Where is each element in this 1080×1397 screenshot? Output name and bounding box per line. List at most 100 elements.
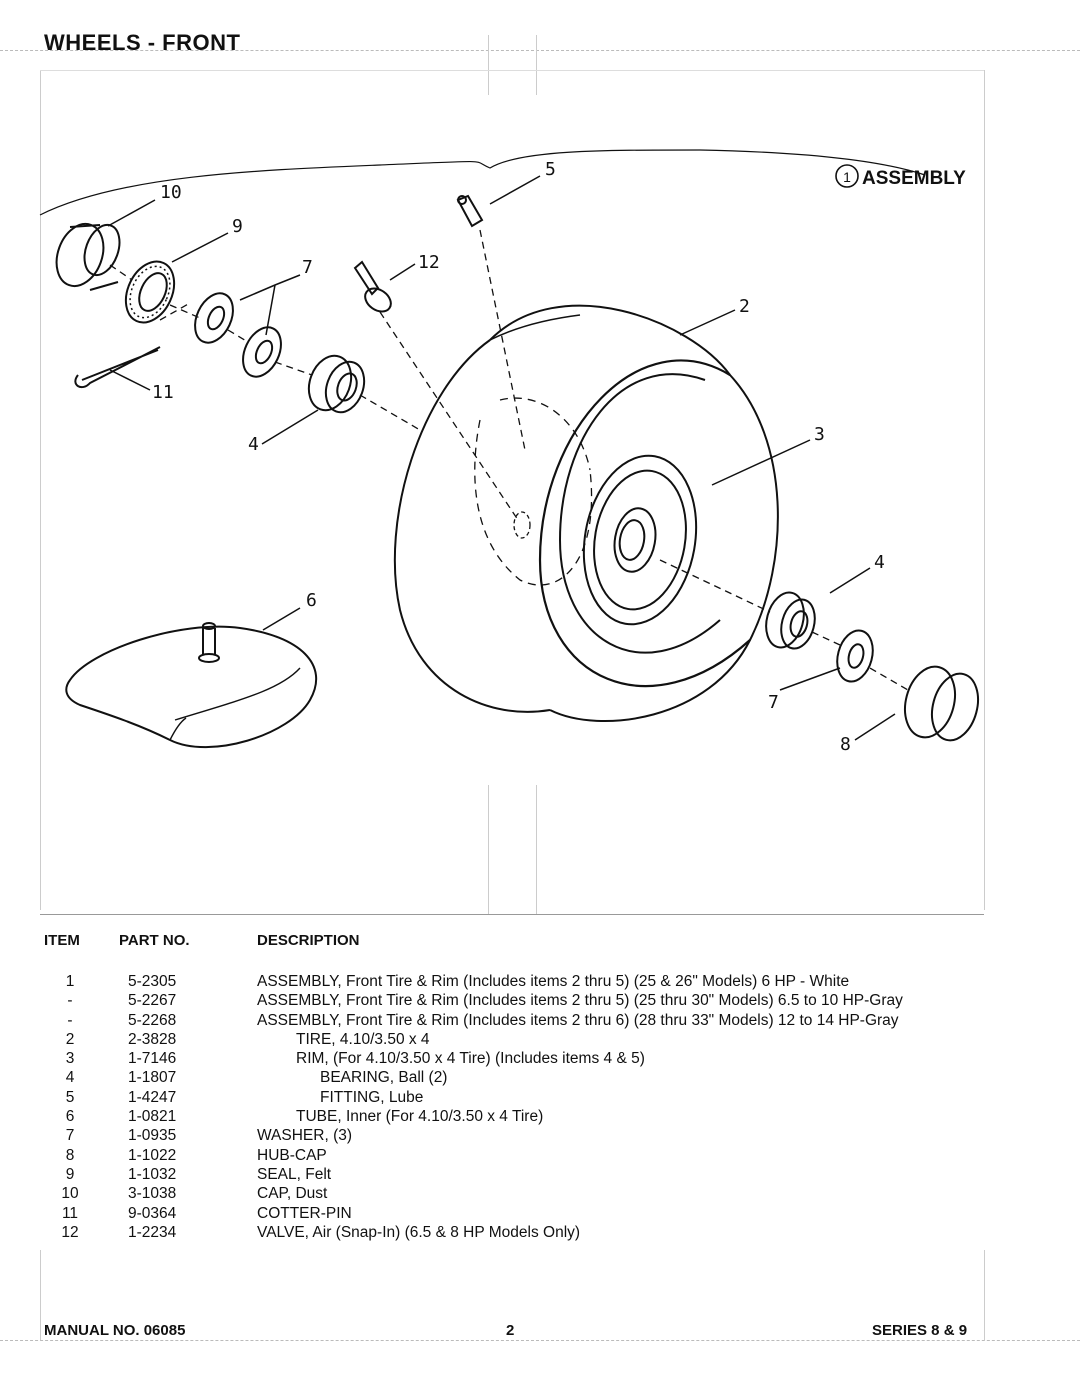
part-description: CAP, Dust: [257, 1185, 328, 1203]
part-description: BEARING, Ball (2): [320, 1069, 448, 1087]
callout-4-left: 4: [248, 434, 259, 455]
part-number: 1-0935: [128, 1127, 177, 1145]
parts-row: 5 1-4247 FITTING, Lube: [0, 1088, 1080, 1107]
part-description: ASSEMBLY, Front Tire & Rim (Includes ite…: [257, 992, 903, 1010]
frame-right-lower: [984, 1250, 985, 1340]
part-description: VALVE, Air (Snap-In) (6.5 & 8 HP Models …: [257, 1223, 581, 1241]
part-number: 1-1032: [128, 1165, 177, 1183]
part-description: SEAL, Felt: [257, 1165, 332, 1183]
part-number: 1-1022: [128, 1146, 177, 1164]
assembly-number-circle: [835, 164, 859, 188]
fold-line-right-low: [536, 785, 537, 915]
part-number: 2-3828: [128, 1030, 177, 1048]
part-item-number: 8: [65, 1146, 75, 1164]
frame-right-upper: [984, 70, 985, 910]
frame-left-lower: [40, 1250, 41, 1340]
callout-5: 5: [545, 159, 556, 180]
part-number: 1-2234: [128, 1223, 177, 1241]
rim-part: [474, 397, 698, 626]
part-number: 1-7146: [128, 1050, 177, 1068]
felt-seal-part: [124, 260, 176, 324]
lube-fitting-part: [456, 194, 484, 228]
header-rule: [0, 50, 1080, 51]
part-number: 1-4247: [128, 1088, 177, 1106]
callout-8: 8: [840, 734, 851, 755]
part-description: RIM, (For 4.10/3.50 x 4 Tire) (Includes …: [296, 1050, 645, 1068]
part-number: 3-1038: [128, 1185, 177, 1203]
callout-leaders: [107, 175, 896, 741]
dust-cap-part: [55, 223, 121, 291]
parts-row: - 5-2268 ASSEMBLY, Front Tire & Rim (Inclu…: [0, 1011, 1080, 1030]
fold-line-left: [488, 35, 489, 95]
part-item-number: -: [67, 1011, 73, 1029]
parts-row: 7 1-0935 WASHER, (3): [0, 1126, 1080, 1145]
manual-number: MANUAL NO. 06085: [44, 1322, 186, 1339]
parts-row: 2 2-3828 TIRE, 4.10/3.50 x 4: [0, 1030, 1080, 1049]
inner-tube-part: [65, 622, 317, 749]
diagram-separator-curve: [39, 149, 926, 216]
fold-line-right: [536, 35, 537, 95]
part-description: TUBE, Inner (For 4.10/3.50 x 4 Tire): [296, 1108, 544, 1126]
part-number: 9-0364: [128, 1204, 177, 1222]
parts-row: - 5-2267 ASSEMBLY, Front Tire & Rim (Inclu…: [0, 991, 1080, 1010]
parts-row: 8 1-1022 HUB-CAP: [0, 1146, 1080, 1165]
air-valve-part: [353, 260, 392, 313]
part-number: 1-0821: [128, 1108, 177, 1126]
assembly-label: ASSEMBLY: [862, 168, 966, 189]
callout-11: 11: [152, 382, 174, 403]
frame-top-rule: [40, 70, 984, 71]
page-number: 2: [506, 1322, 515, 1339]
part-item-number: 3: [65, 1050, 75, 1068]
fold-line-left-low: [488, 785, 489, 915]
part-number: 5-2267: [128, 992, 177, 1010]
part-description: ASSEMBLY, Front Tire & Rim (Includes ite…: [257, 973, 850, 990]
washer-part-lower: [242, 326, 282, 378]
part-item-number: 11: [61, 1204, 79, 1222]
bearing-part-left: [307, 354, 366, 414]
part-item-number: 1: [65, 973, 75, 990]
header-item: ITEM: [44, 932, 80, 949]
bearing-part-right: [765, 591, 816, 650]
part-item-number: 6: [65, 1108, 75, 1126]
frame-left-upper: [40, 70, 41, 910]
callout-3: 3: [814, 424, 825, 445]
part-item-number: -: [67, 992, 73, 1010]
part-item-number: 4: [65, 1069, 75, 1087]
part-item-number: 12: [61, 1223, 79, 1241]
part-description: ASSEMBLY, Front Tire & Rim (Includes ite…: [257, 1011, 899, 1029]
table-top-rule: [40, 914, 984, 915]
part-number: 5-2305: [128, 973, 177, 990]
header-part-no: PART NO.: [119, 932, 190, 949]
part-item-number: 5: [65, 1088, 75, 1106]
part-description: WASHER, (3): [257, 1127, 353, 1145]
part-description: FITTING, Lube: [320, 1088, 424, 1106]
callout-10: 10: [160, 182, 182, 203]
callout-9: 9: [232, 216, 243, 237]
callout-6: 6: [306, 590, 317, 611]
part-description: HUB-CAP: [257, 1146, 327, 1164]
parts-row: 4 1-1807 BEARING, Ball (2): [0, 1068, 1080, 1087]
parts-row: 9 1-1032 SEAL, Felt: [0, 1165, 1080, 1184]
assembly-number: 1: [843, 169, 851, 185]
callout-4-right: 4: [874, 552, 885, 573]
tire-part: [393, 304, 779, 723]
washer-part-right: [836, 629, 874, 683]
part-item-number: 2: [65, 1030, 75, 1048]
parts-row: 1 5-2305 ASSEMBLY, Front Tire & Rim (Inclu…: [0, 972, 1080, 991]
exploded-wheel-diagram: 10 9 7 12 5 2 11 4 3 6 4 7 8 1 ASSEMBLY: [39, 149, 980, 755]
part-description: TIRE, 4.10/3.50 x 4: [296, 1030, 430, 1048]
parts-row: 3 1-7146 RIM, (For 4.10/3.50 x 4 Tire) (In…: [0, 1049, 1080, 1068]
parts-row: 12 1-2234 VALVE, Air (Snap-In) (6.5 & 8 HP…: [0, 1223, 1080, 1242]
callout-2: 2: [739, 296, 750, 317]
header-description: DESCRIPTION: [257, 932, 360, 949]
part-item-number: 9: [65, 1165, 75, 1183]
part-number: 1-1807: [128, 1069, 177, 1087]
part-number: 5-2268: [128, 1011, 177, 1029]
part-item-number: 7: [65, 1127, 75, 1145]
washer-part-upper: [194, 292, 234, 344]
hub-cap-part: [904, 665, 980, 742]
parts-row: 6 1-0821 TUBE, Inner (For 4.10/3.50 x 4 Ti…: [0, 1107, 1080, 1126]
